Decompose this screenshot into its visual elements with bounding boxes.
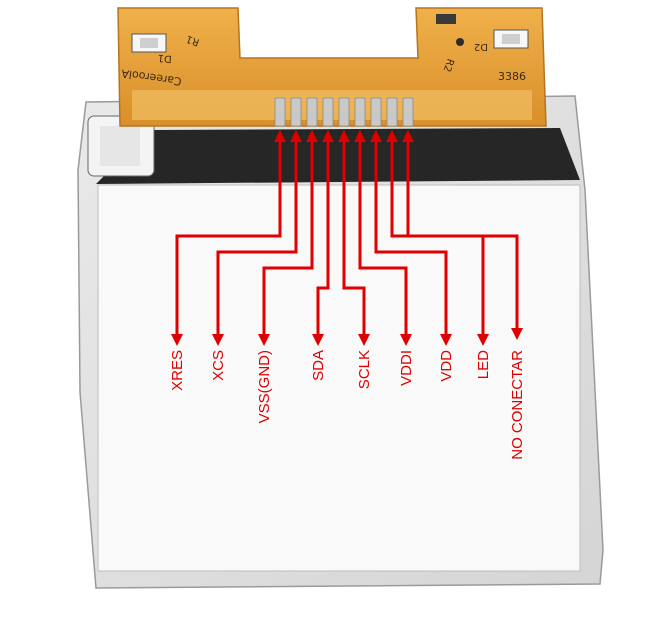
pin-pad [322,97,334,127]
pin-arrow-sda [312,130,334,346]
via-dot [456,38,464,46]
pin-pad [386,97,398,127]
silkscreen-d2: D2 [474,41,488,52]
resistor-r2-component [436,14,456,24]
pin-label-no-conectar: NO CONECTAR [509,350,526,460]
flex-pcb: CareeroolA 3386 R1 D1 R2 D2 [117,7,547,127]
pin-label-sda: SDA [310,350,327,381]
pin-pad [306,97,318,127]
silkscreen-part-number: 3386 [498,70,526,83]
pin-pad [402,97,414,127]
pin-label-led: LED [475,350,492,379]
pin-label-vss-gnd: VSS(GND) [256,350,273,423]
pin-labels: XRES XCS VSS(GND) SDA SCLK VDDI VDD LED NO CONEC… [169,350,526,460]
lcd-module [77,95,604,589]
pin-label-xres: XRES [169,350,186,391]
lcd-bezel-dark [96,128,580,184]
silkscreen-d1: D1 [157,52,172,64]
silkscreen-r1: R1 [185,33,201,48]
pin-label-vddi: VDDI [398,350,415,386]
pin-pad [354,97,366,127]
pin-pad-row [274,97,414,127]
silkscreen-r2: R2 [441,57,456,73]
pin-arrow-no-conectar [402,130,523,340]
diode-d1-body [140,38,158,48]
pin-label-sclk: SCLK [356,350,373,389]
pin-pad [338,97,350,127]
pin-pad [274,97,286,127]
pin-pad [370,97,382,127]
pin-label-vdd: VDD [438,350,455,382]
diode-d2-body [502,34,520,44]
lcd-corner-sticker-inner [100,126,140,166]
pin-pad [290,97,302,127]
pin-arrows [171,130,523,346]
pin-label-xcs: XCS [210,350,227,381]
